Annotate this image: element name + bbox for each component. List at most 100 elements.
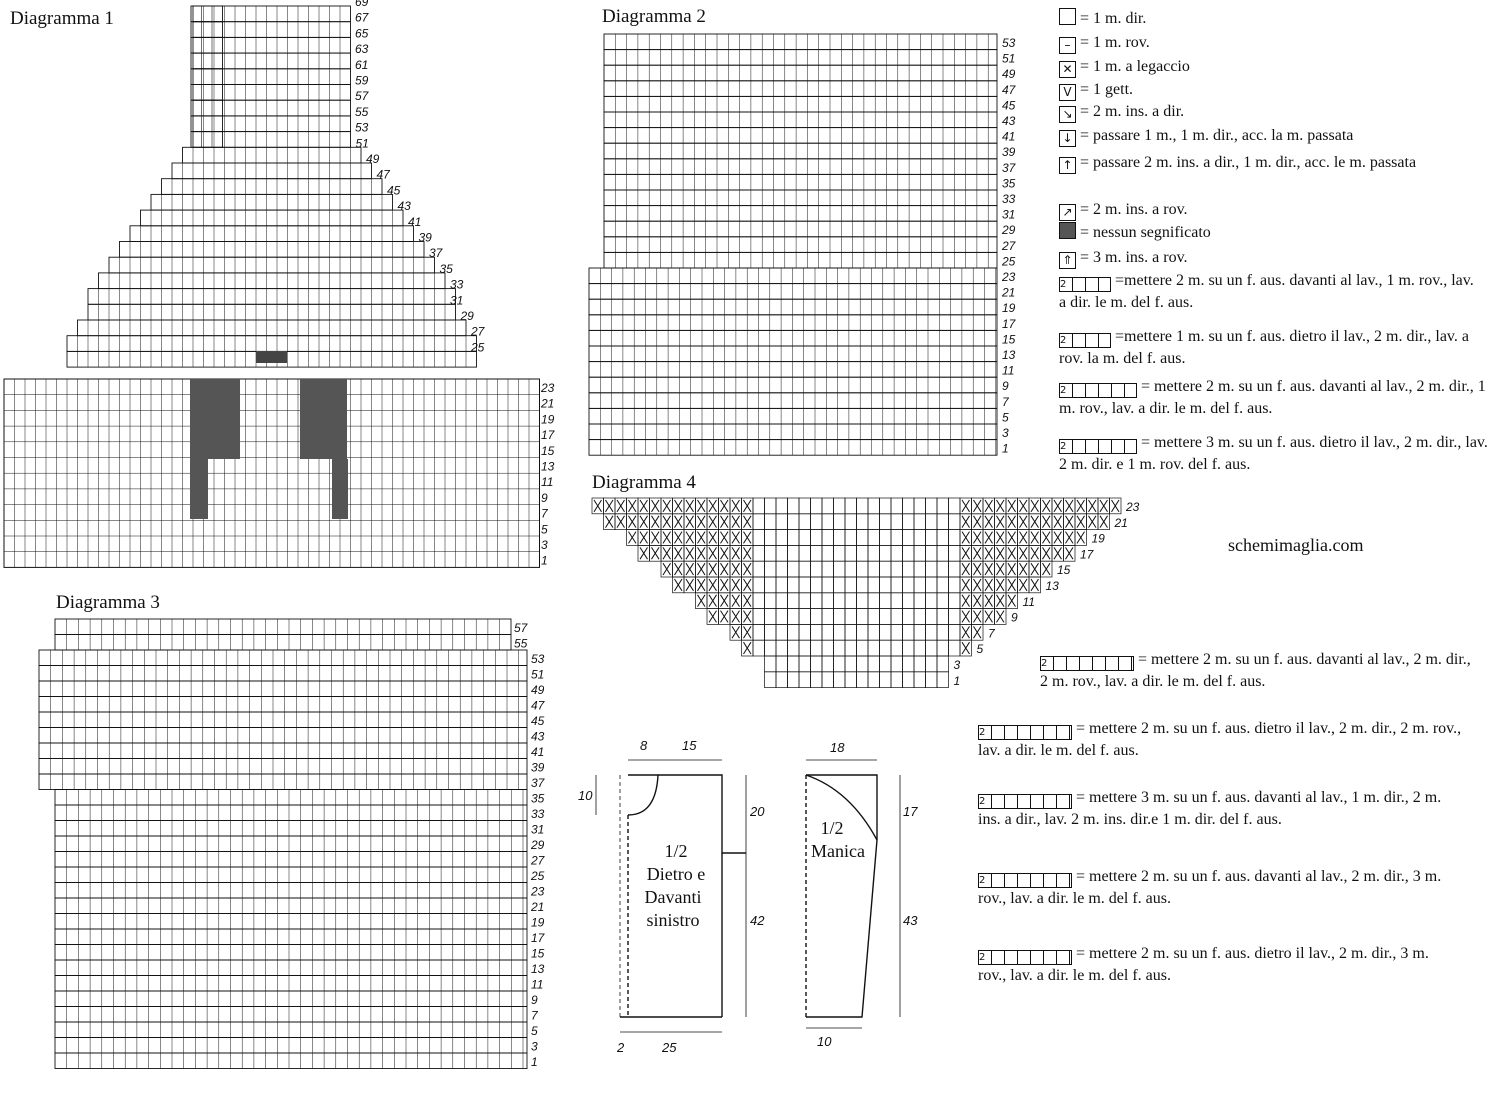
diagram-4-grid — [591, 497, 1122, 688]
legend-item: ↘= 2 m. ins. a dir. — [1059, 101, 1409, 123]
legend-item: 2= mettere 2 m. su un f. aus. dietro il … — [978, 943, 1458, 986]
row-number: 63 — [355, 42, 369, 56]
diagram-1-upper-row-numbers: 6967656361595755535149474543413937353331… — [355, 0, 486, 354]
stitch-symbol-icon: ↘ — [1059, 106, 1076, 123]
row-number: 9 — [1011, 611, 1018, 625]
legend-item: ↓= passare 1 m., 1 m. dir., acc. la m. p… — [1059, 125, 1429, 147]
row-number: 37 — [1002, 161, 1017, 175]
row-number: 57 — [514, 621, 529, 635]
row-number: 49 — [1002, 67, 1016, 81]
legend-item: 2= mettere 2 m. su un f. aus. davanti al… — [978, 866, 1458, 909]
row-number: 29 — [460, 309, 475, 323]
row-number: 43 — [531, 730, 545, 744]
legend-text: = 1 m. rov. — [1080, 34, 1150, 51]
row-number: 3 — [541, 538, 548, 552]
diagram-2-row-numbers: 5351494745434139373533312927252321191715… — [1001, 36, 1017, 456]
row-number: 1 — [531, 1055, 538, 1069]
row-number: 15 — [531, 947, 545, 961]
row-number: 27 — [530, 854, 546, 868]
stitch-symbol-icon: ↗ — [1059, 204, 1076, 221]
row-number: 17 — [1080, 547, 1095, 561]
legend-item: 2= mettere 2 m. su un f. aus. davanti al… — [1040, 649, 1480, 692]
legend-item: –= 1 m. rov. — [1059, 32, 1409, 54]
legend-text: = 2 m. ins. a rov. — [1080, 201, 1188, 218]
row-number: 53 — [355, 121, 369, 135]
row-number: 13 — [531, 962, 545, 976]
legend-text: = nessun segnificato — [1080, 224, 1211, 241]
legend-item: 2=mettere 1 m. su un f. aus. dietro il l… — [1059, 326, 1489, 369]
cable-symbol-icon: 2 — [978, 794, 1072, 809]
diagram-4-title: Diagramma 4 — [592, 472, 696, 493]
row-number: 19 — [1092, 532, 1106, 546]
legend-item: ⇑= 3 m. ins. a rov. — [1059, 247, 1409, 269]
row-number: 33 — [1002, 192, 1016, 206]
stitch-symbol-icon: V — [1059, 84, 1076, 101]
legend-item: 2= mettere 3 m. su un f. aus. dietro il … — [1059, 432, 1489, 475]
legend-item: 2= mettere 2 m. su un f. aus. davanti al… — [1059, 376, 1489, 419]
legend-item: V= 1 gett. — [1059, 79, 1409, 101]
stitch-symbol-icon: ✕ — [1059, 61, 1076, 78]
shaded-cell-icon — [1059, 222, 1076, 239]
cable-symbol-icon: 2 — [978, 725, 1072, 740]
row-number: 27 — [470, 325, 486, 339]
body-width-top-2: 15 — [682, 738, 697, 753]
body-label-4: sinistro — [646, 910, 699, 930]
row-number: 5 — [541, 522, 548, 536]
stitch-symbol-icon: – — [1059, 37, 1076, 54]
body-armhole-height: 20 — [749, 804, 765, 819]
row-number: 13 — [1046, 579, 1060, 593]
row-number: 21 — [1114, 516, 1128, 530]
row-number: 31 — [531, 823, 544, 837]
cable-symbol-icon: 2 — [978, 873, 1072, 888]
row-number: 23 — [1001, 270, 1016, 284]
row-number: 33 — [450, 278, 464, 292]
row-number: 61 — [355, 58, 368, 72]
row-number: 29 — [1001, 223, 1016, 237]
row-number: 7 — [988, 626, 996, 640]
legend-item: = 1 m. dir. — [1059, 8, 1409, 29]
row-number: 17 — [531, 931, 546, 945]
legend-text: = mettere 2 m. su un f. aus. davanti al … — [1059, 378, 1486, 417]
cable-symbol-icon: 2 — [1059, 333, 1111, 348]
row-number: 45 — [387, 183, 401, 197]
row-number: 19 — [1002, 301, 1016, 315]
row-number: 65 — [355, 26, 369, 40]
row-number: 41 — [1002, 130, 1015, 144]
body-label-3: Davanti — [645, 887, 702, 907]
row-number: 21 — [530, 900, 544, 914]
legend-text: = mettere 2 m. su un f. aus. davanti al … — [978, 868, 1442, 907]
row-number: 11 — [1002, 364, 1014, 378]
row-number: 53 — [1002, 36, 1016, 50]
row-number: 7 — [1002, 395, 1010, 409]
no-stitch-cells — [256, 351, 287, 363]
row-number: 11 — [541, 475, 553, 489]
row-number: 21 — [540, 397, 554, 411]
diagram-3-row-numbers: 5755535149474543413937353331292725232119… — [514, 621, 546, 1069]
row-number: 5 — [977, 642, 984, 656]
shaded-cells — [300, 379, 347, 459]
row-number: 15 — [1057, 563, 1071, 577]
sleeve-cuff-width: 10 — [817, 1034, 832, 1049]
body-neck-depth: 10 — [578, 788, 593, 803]
row-number: 39 — [1002, 145, 1016, 159]
legend-text: = mettere 3 m. su un f. aus. dietro il l… — [1059, 434, 1488, 473]
row-number: 21 — [1001, 286, 1015, 300]
row-number: 55 — [355, 105, 369, 119]
row-number: 9 — [541, 491, 548, 505]
cable-symbol-icon: 2 — [1059, 383, 1137, 398]
row-number: 37 — [531, 776, 546, 790]
row-number: 1 — [954, 674, 961, 688]
stitch-symbol-icon: ↓ — [1059, 130, 1076, 147]
row-number: 15 — [1002, 332, 1016, 346]
row-number: 49 — [531, 683, 545, 697]
row-number: 15 — [541, 444, 555, 458]
body-label-2: Dietro e — [647, 864, 705, 884]
row-number: 47 — [1002, 83, 1017, 97]
diagram-3-title: Diagramma 3 — [56, 592, 160, 613]
diagram-1-upper — [66, 5, 477, 368]
cable-symbol-icon: 2 — [978, 950, 1072, 965]
legend-text: =mettere 1 m. su un f. aus. dietro il la… — [1059, 328, 1469, 367]
cable-symbol-icon: 2 — [1040, 656, 1134, 671]
